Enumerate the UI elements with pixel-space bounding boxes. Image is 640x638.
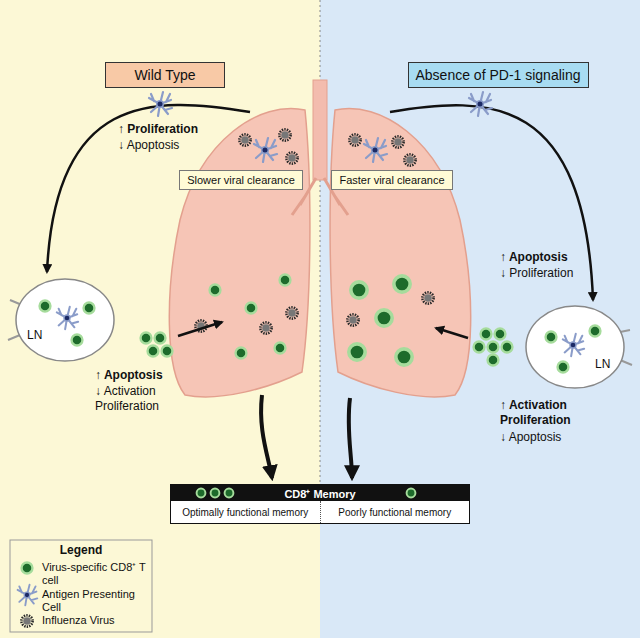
node-text: Wild Type [134, 67, 195, 83]
memory-cell: Poorly functional memory [320, 501, 470, 523]
node-text: LN [595, 357, 610, 371]
outcome-box: Faster viral clearance [331, 170, 453, 190]
arrow-label: ↓ Apoptosis [118, 138, 179, 153]
memory-cell: Optimally functional memory [171, 501, 320, 523]
memory-band: CD8⁺ Memory [171, 485, 469, 501]
node-text: Absence of PD-1 signaling [416, 67, 581, 83]
cell-icon [21, 615, 32, 626]
cell-icon [407, 489, 416, 498]
arrow-label: ↓ Activation Proliferation [95, 384, 180, 414]
legend-text: Antigen Presenting Cell [42, 588, 146, 614]
cell-icon [22, 563, 33, 574]
cell-icon [18, 585, 38, 606]
legend-icon [14, 555, 40, 581]
lymph-node-shape [526, 306, 624, 388]
cell-icon [563, 334, 584, 356]
arrow-label: ↑ Apoptosis [500, 250, 568, 265]
cell-icon [57, 307, 78, 329]
cell-icon [40, 301, 51, 312]
cell-icon [590, 326, 601, 337]
cell-icon [84, 303, 95, 314]
arrow-label: ↑ Activation Proliferation [500, 398, 600, 428]
memory-box: CD8⁺ MemoryOptimally functional memory Po… [170, 484, 470, 524]
condition-header: Absence of PD-1 signaling [408, 62, 589, 88]
legend-text: Influenza Virus [42, 614, 146, 627]
lymph-node-outline [15, 278, 115, 362]
node-text: Slower viral clearance [187, 174, 295, 186]
legend-icon [14, 608, 40, 634]
lymph-node: LN [525, 305, 625, 389]
legend-text: Virus-specific CD8⁺ T cell [42, 561, 146, 587]
node-text: LN [27, 328, 42, 342]
cell-icon [72, 335, 83, 346]
legend-title: Legend [10, 543, 152, 558]
arrow-label: ↓ Proliferation [500, 266, 573, 281]
node-text: CD8⁺ Memory [284, 486, 355, 501]
arrow-label: ↑ Proliferation [118, 122, 198, 137]
condition-header: Wild Type [105, 62, 225, 88]
lymph-node-outline [525, 305, 625, 389]
lymph-node-shape [16, 279, 114, 361]
cell-icon [197, 489, 206, 498]
outcome-box: Slower viral clearance [179, 170, 303, 190]
cell-icon [225, 489, 234, 498]
cell-icon [546, 332, 557, 343]
cell-icon [558, 362, 569, 373]
cell-icon [211, 489, 220, 498]
arrow-label: ↓ Apoptosis [500, 430, 561, 445]
node-text: Poorly functional memory [338, 507, 451, 518]
node-text: Faster viral clearance [339, 174, 444, 186]
lymph-node: LN [15, 278, 115, 362]
arrow-label: ↑ Apoptosis [95, 368, 163, 383]
legend-icon [14, 582, 40, 608]
node-text: Optimally functional memory [182, 507, 308, 518]
